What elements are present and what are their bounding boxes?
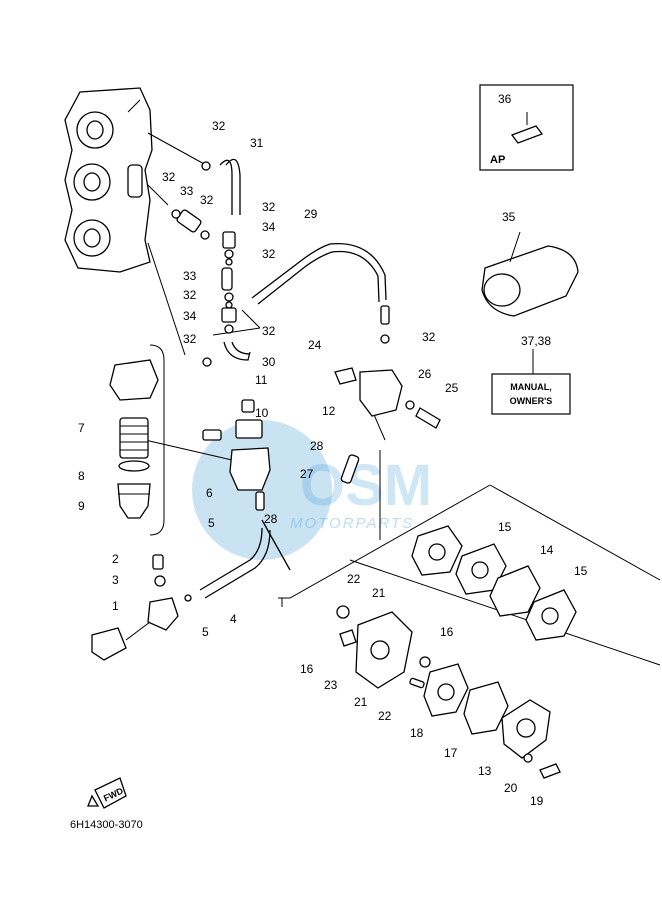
callout-1: 1 [112, 599, 119, 613]
callout-33a: 33 [180, 184, 194, 198]
callout-28a: 28 [310, 439, 324, 453]
leader-lines [131, 132, 386, 540]
watermark-brand: OSM [300, 453, 432, 518]
callout-19: 19 [530, 794, 544, 808]
callout-32e: 32 [262, 247, 276, 261]
callout-32b: 32 [162, 170, 176, 184]
callout-32h: 32 [183, 332, 197, 346]
callout-27: 27 [300, 467, 314, 481]
callout-32f: 32 [183, 288, 197, 302]
callout-11: 11 [255, 373, 268, 387]
callout-29: 29 [304, 207, 318, 221]
callout-8: 8 [78, 469, 85, 483]
callout-32a: 32 [212, 119, 226, 133]
callouts: 1 2 3 4 5 5 6 7 8 9 10 11 12 13 14 15 15… [78, 119, 588, 808]
callout-16a: 16 [440, 625, 454, 639]
fuel-joint [91, 554, 192, 661]
watermark-sub: MOTORPARTS [290, 515, 414, 532]
manual-line2: OWNER'S [510, 396, 553, 406]
engine-cylinder-block [64, 87, 153, 273]
callout-35: 35 [502, 210, 516, 224]
pump-bodies [336, 605, 561, 779]
callout-37-38: 37,38 [521, 334, 551, 348]
callout-7: 7 [78, 421, 85, 435]
callout-4: 4 [230, 612, 237, 626]
callout-16b: 16 [300, 662, 314, 676]
callout-12: 12 [322, 404, 336, 418]
callout-15a: 15 [498, 520, 512, 534]
clips-and-joints [171, 161, 390, 367]
callout-22b: 22 [378, 709, 392, 723]
callout-13: 13 [478, 764, 492, 778]
callout-32g: 32 [262, 324, 276, 338]
callout-23: 23 [324, 678, 338, 692]
callout-2: 2 [112, 552, 119, 566]
callout-5b: 5 [208, 516, 215, 530]
callout-25: 25 [445, 381, 459, 395]
callout-21a: 21 [372, 586, 386, 600]
callout-34b: 34 [183, 309, 197, 323]
callout-26: 26 [418, 367, 432, 381]
callout-3: 3 [112, 573, 119, 587]
callout-15b: 15 [574, 564, 588, 578]
callout-31: 31 [250, 136, 264, 150]
fuel-filter-assembled [202, 399, 271, 511]
callout-20: 20 [504, 781, 518, 795]
pump-diaphragms [411, 525, 577, 641]
manual-box: MANUAL, OWNER'S 37,38 [491, 334, 571, 415]
callout-10: 10 [255, 406, 269, 420]
callout-21b: 21 [354, 695, 368, 709]
callout-22a: 22 [347, 572, 361, 586]
fuel-pump-assembled [334, 367, 441, 429]
manual-line1: MANUAL, [510, 382, 552, 392]
cover-35 [481, 231, 579, 317]
fuel-filter-exploded [109, 344, 165, 536]
callout-24: 24 [308, 338, 322, 352]
callout-33b: 33 [183, 269, 197, 283]
callout-32d: 32 [262, 200, 276, 214]
ap-box: AP 36 [479, 84, 574, 171]
callout-6: 6 [206, 486, 213, 500]
callout-18: 18 [410, 726, 424, 740]
callout-32i: 32 [422, 330, 436, 344]
callout-36: 36 [498, 92, 512, 106]
callout-32c: 32 [200, 193, 214, 207]
callout-28b: 28 [264, 512, 278, 526]
callout-34a: 34 [262, 220, 276, 234]
diagram-code: 6H14300-3070 [70, 819, 143, 831]
ap-label: AP [490, 154, 505, 166]
fuel-hoses [176, 158, 390, 599]
callout-5a: 5 [202, 625, 209, 639]
callout-9: 9 [78, 499, 85, 513]
callout-17: 17 [444, 746, 458, 760]
callout-30: 30 [262, 355, 276, 369]
fwd-arrow: FWD [87, 777, 127, 809]
callout-14: 14 [540, 543, 554, 557]
